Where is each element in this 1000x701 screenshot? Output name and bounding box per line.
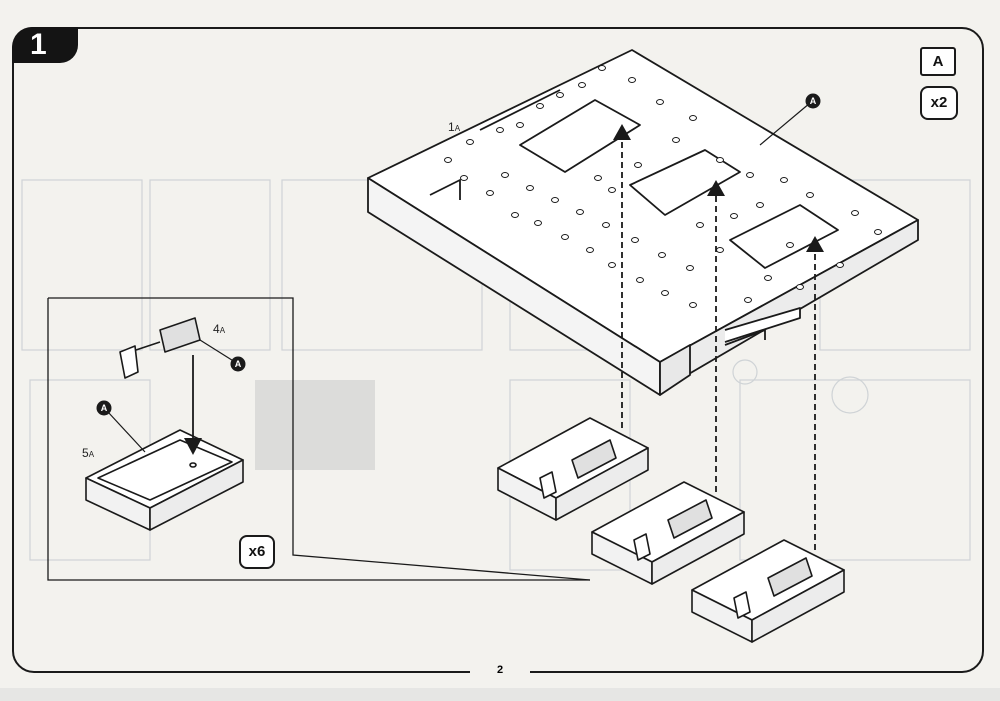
page-frame	[12, 27, 984, 673]
tray-1	[497, 417, 649, 521]
main-quantity-badge: x2	[920, 86, 958, 120]
main-plate-part	[367, 49, 919, 396]
tray-callout-marker	[96, 400, 112, 416]
plate-callout-marker	[805, 93, 821, 109]
arm-part-label: 4A	[213, 322, 226, 336]
detail-inset-frame	[47, 297, 591, 581]
tray-part-label: 5A	[82, 446, 95, 460]
tray-2	[591, 481, 745, 585]
assembly-arrowheads	[613, 124, 824, 252]
inset-tray	[85, 429, 244, 531]
tray-callout-line	[107, 411, 146, 453]
inset-arm	[119, 317, 201, 379]
tray-3	[691, 539, 845, 643]
tray-callout-letter: A	[100, 403, 108, 413]
scan-bottom-strip	[0, 688, 1000, 701]
sprue-badge: A	[920, 47, 956, 76]
inset-arrowhead	[184, 438, 202, 455]
assembly-arrows	[621, 140, 816, 550]
arm-callout-marker	[230, 356, 246, 372]
plate-dots	[444, 65, 882, 308]
page-number: 2	[470, 660, 530, 680]
step-number: 1	[12, 27, 78, 63]
detail-quantity-badge: x6	[239, 535, 275, 569]
arm-callout-line	[199, 339, 236, 363]
plate-callout-line	[759, 102, 811, 146]
main-part-label: 1A	[448, 120, 461, 134]
arm-callout-letter: A	[234, 359, 242, 369]
plate-callout-letter: A	[809, 96, 817, 106]
